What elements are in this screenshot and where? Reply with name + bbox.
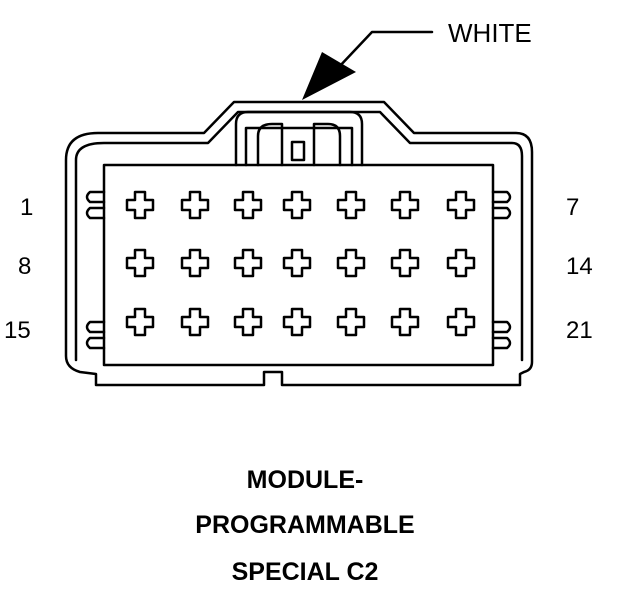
terminal-cavity-9 bbox=[180, 248, 210, 278]
side-clips bbox=[85, 190, 512, 350]
terminal-cavity-21 bbox=[446, 307, 476, 337]
pin-label-7: 7 bbox=[566, 194, 579, 221]
callout-leader bbox=[302, 30, 434, 100]
terminal-cavity-20 bbox=[390, 307, 420, 337]
terminal-cavity-8 bbox=[125, 248, 155, 278]
terminal-cavity-7 bbox=[446, 190, 476, 220]
connector-shell bbox=[64, 100, 534, 387]
terminal-cavity-grid bbox=[125, 190, 476, 337]
caption-line-3: SPECIAL C2 bbox=[232, 558, 379, 586]
terminal-cavity-18 bbox=[282, 307, 312, 337]
pin-label-1: 1 bbox=[20, 194, 33, 221]
terminal-cavity-6 bbox=[390, 190, 420, 220]
color-callout-label: WHITE bbox=[448, 18, 532, 48]
terminal-cavity-5 bbox=[336, 190, 366, 220]
connector-shell-inner bbox=[74, 110, 524, 362]
terminal-cavity-11 bbox=[282, 248, 312, 278]
terminal-cavity-2 bbox=[180, 190, 210, 220]
terminal-cavity-16 bbox=[180, 307, 210, 337]
pin-label-15: 15 bbox=[4, 317, 31, 344]
terminal-cavity-3 bbox=[233, 190, 263, 220]
terminal-cavity-1 bbox=[125, 190, 155, 220]
callout-arrowhead bbox=[302, 52, 356, 100]
terminal-cavity-13 bbox=[390, 248, 420, 278]
pin-label-8: 8 bbox=[18, 253, 31, 280]
terminal-cavity-14 bbox=[446, 248, 476, 278]
caption-line-2: PROGRAMMABLE bbox=[195, 511, 414, 539]
cavity-face bbox=[102, 163, 495, 367]
terminal-cavity-17 bbox=[233, 307, 263, 337]
terminal-cavity-19 bbox=[336, 307, 366, 337]
terminal-cavity-4 bbox=[282, 190, 312, 220]
terminal-cavity-12 bbox=[336, 248, 366, 278]
terminal-cavity-15 bbox=[125, 307, 155, 337]
locking-latch bbox=[234, 110, 364, 167]
pin-label-21: 21 bbox=[566, 317, 593, 344]
terminal-cavity-10 bbox=[233, 248, 263, 278]
pin-label-14: 14 bbox=[566, 253, 593, 280]
caption-line-1: MODULE- bbox=[247, 466, 364, 494]
